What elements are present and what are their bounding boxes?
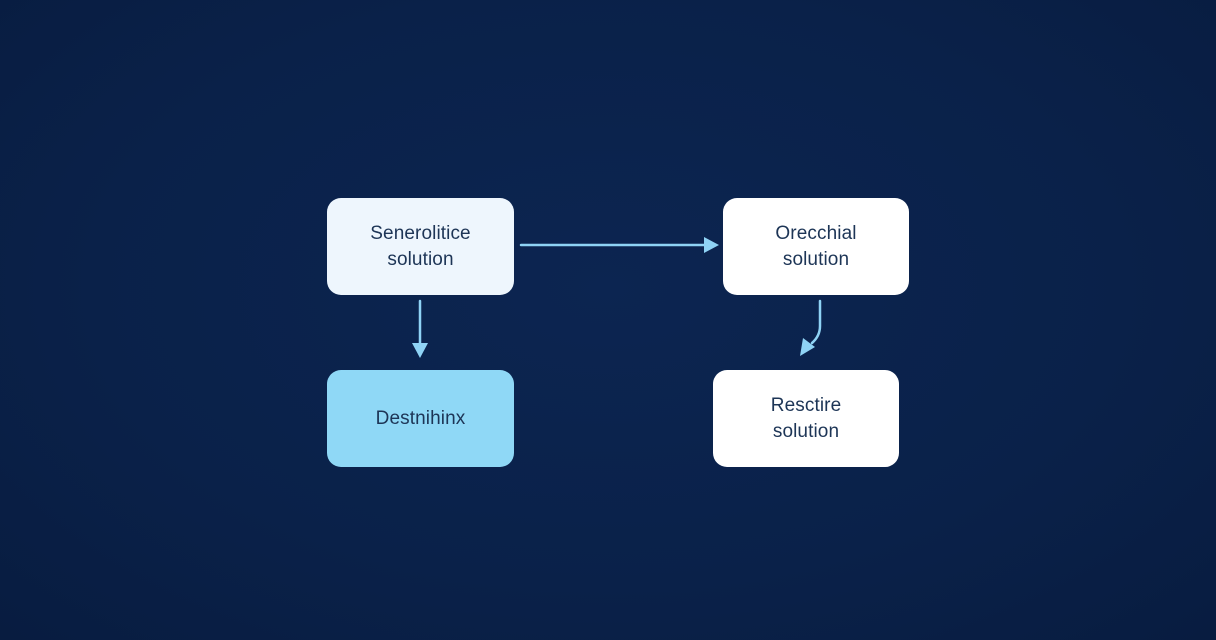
node-orecchial-solution: Orecchial solution	[723, 198, 909, 295]
node-label-line: solution	[387, 248, 454, 270]
node-destnihinx: Destnihinx	[327, 370, 514, 467]
edge-c-to-d-line	[810, 299, 822, 345]
node-resctire-solution: Resctire solution	[713, 370, 899, 467]
edge-c-to-d-arrowhead	[800, 338, 815, 356]
node-label-line: solution	[772, 420, 840, 442]
node-label-line: Senerolitice	[370, 222, 471, 244]
edge-a-to-c-arrowhead	[704, 237, 719, 253]
node-label-line: Resctire	[770, 394, 842, 416]
node-senerolitice-solution: Senerolitice solution	[327, 198, 514, 295]
node-label-line: Destnihinx	[375, 407, 466, 429]
node-label-line: Orecchial	[775, 222, 857, 244]
node-label-line: solution	[782, 248, 850, 270]
edge-a-to-b-arrowhead	[412, 343, 428, 358]
